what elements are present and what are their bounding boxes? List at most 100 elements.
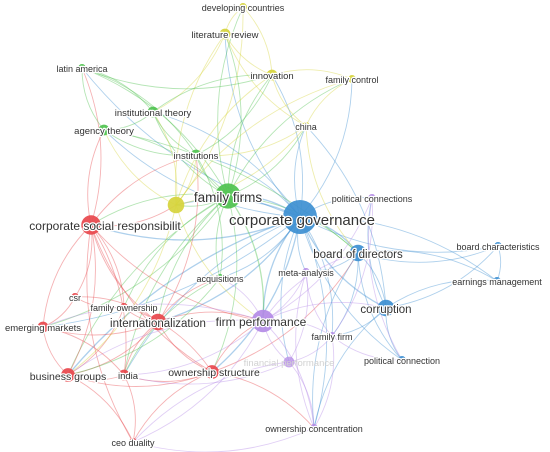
network-link bbox=[175, 6, 244, 206]
node-corporate-governance[interactable] bbox=[283, 200, 317, 234]
network-link bbox=[299, 78, 353, 218]
node-label-acquisitions: acquisitions bbox=[196, 274, 244, 284]
node-board-characteristics[interactable] bbox=[494, 242, 502, 250]
node-latin-america[interactable] bbox=[78, 64, 86, 72]
node-acquisitions[interactable] bbox=[216, 274, 224, 282]
network-labels: corporate governance family firms corporat… bbox=[4, 2, 544, 450]
network-link bbox=[67, 319, 264, 376]
network-link bbox=[103, 129, 197, 156]
network-link bbox=[262, 302, 387, 322]
network-link bbox=[67, 374, 134, 443]
network-link bbox=[103, 129, 177, 206]
node-financial-performance[interactable] bbox=[283, 356, 295, 368]
node-family-firm[interactable] bbox=[328, 332, 336, 340]
node-label-innovation: innovation bbox=[250, 71, 293, 82]
network-link bbox=[211, 252, 359, 373]
node-china[interactable] bbox=[302, 122, 310, 130]
network-link bbox=[132, 320, 264, 443]
node-label-developing-countries: developing countries bbox=[202, 3, 285, 13]
network-link bbox=[175, 78, 353, 206]
network-link bbox=[67, 224, 96, 376]
network-link bbox=[211, 216, 301, 373]
node-label-csr: corporate social responsibilit bbox=[29, 219, 181, 233]
network-link bbox=[312, 252, 359, 429]
node-ownership-concentration[interactable] bbox=[310, 424, 318, 432]
node-institutional-theory[interactable] bbox=[147, 106, 159, 118]
network-link bbox=[81, 67, 105, 131]
network-link bbox=[42, 326, 69, 376]
network-link bbox=[242, 6, 273, 76]
network-link bbox=[123, 320, 264, 376]
node-firm-performance[interactable] bbox=[251, 309, 275, 333]
node-ceo-duality[interactable] bbox=[129, 438, 137, 446]
node-yellow-hub[interactable] bbox=[167, 196, 185, 214]
network-link bbox=[123, 374, 136, 443]
network-link bbox=[90, 154, 197, 226]
node-label-corruption: corruption bbox=[360, 304, 411, 316]
node-label-csr-short: csr bbox=[69, 293, 81, 303]
node-political-connections[interactable] bbox=[368, 194, 376, 202]
node-label-political-connections: political connections bbox=[332, 194, 413, 204]
node-csr[interactable] bbox=[81, 215, 101, 235]
network-link bbox=[175, 74, 273, 206]
network-link bbox=[305, 78, 353, 127]
network-link bbox=[313, 307, 387, 429]
node-india[interactable] bbox=[118, 369, 130, 381]
network-link bbox=[385, 279, 498, 309]
node-label-internationalization: internationalization bbox=[110, 318, 206, 330]
network-link bbox=[357, 245, 499, 263]
node-csr-short[interactable] bbox=[71, 293, 79, 301]
node-label-firm-performance: firm performance bbox=[216, 315, 307, 329]
network-link bbox=[90, 193, 229, 226]
network-link bbox=[262, 252, 359, 322]
network-link bbox=[299, 216, 387, 309]
node-board-of-directors[interactable] bbox=[349, 244, 367, 262]
network-link bbox=[103, 129, 301, 218]
network-link bbox=[67, 216, 301, 376]
network-link bbox=[288, 271, 309, 363]
node-earnings-management[interactable] bbox=[493, 277, 501, 285]
node-institutions[interactable] bbox=[190, 149, 202, 161]
network-link bbox=[152, 111, 178, 206]
network-link bbox=[357, 252, 403, 361]
network-link bbox=[81, 67, 229, 197]
node-literature-review[interactable] bbox=[219, 28, 231, 40]
node-meta-analysis[interactable] bbox=[302, 268, 310, 276]
node-label-family-firms: family firms bbox=[194, 190, 262, 205]
network-link bbox=[67, 321, 159, 376]
network-link bbox=[331, 197, 373, 337]
node-label-board-of-directors: board of directors bbox=[313, 249, 403, 261]
node-label-institutional-theory: institutional theory bbox=[115, 108, 192, 119]
node-label-ownership-concentration: ownership concentration bbox=[265, 424, 363, 434]
node-developing-countries[interactable] bbox=[239, 3, 247, 11]
network-link bbox=[67, 277, 221, 376]
node-political-connection[interactable] bbox=[398, 356, 406, 364]
node-family-firms[interactable] bbox=[215, 183, 241, 209]
network-link bbox=[42, 326, 125, 376]
network-link bbox=[67, 306, 125, 376]
network-link bbox=[367, 197, 387, 309]
node-ownership-structure[interactable] bbox=[205, 365, 219, 379]
network-link bbox=[357, 250, 498, 282]
node-family-ownership[interactable] bbox=[120, 303, 128, 311]
node-label-corporate-governance: corporate governance bbox=[229, 212, 375, 229]
network-link bbox=[74, 296, 125, 309]
network-link bbox=[262, 197, 373, 322]
network-link bbox=[90, 224, 127, 376]
node-innovation[interactable] bbox=[266, 69, 278, 81]
node-agency-theory[interactable] bbox=[98, 124, 110, 136]
node-internationalization[interactable] bbox=[149, 313, 167, 331]
network-links bbox=[42, 6, 502, 452]
network-link bbox=[157, 216, 301, 323]
node-family-control[interactable] bbox=[348, 75, 356, 83]
network-link bbox=[305, 125, 387, 309]
network-link bbox=[42, 303, 264, 328]
network-link bbox=[123, 371, 213, 382]
node-label-india: india bbox=[118, 371, 139, 382]
network-link bbox=[224, 33, 307, 127]
network-link bbox=[271, 69, 353, 80]
node-business-groups[interactable] bbox=[61, 368, 75, 382]
network-link bbox=[123, 306, 213, 373]
node-emerging-markets[interactable] bbox=[37, 321, 49, 333]
node-corruption[interactable] bbox=[377, 299, 395, 317]
